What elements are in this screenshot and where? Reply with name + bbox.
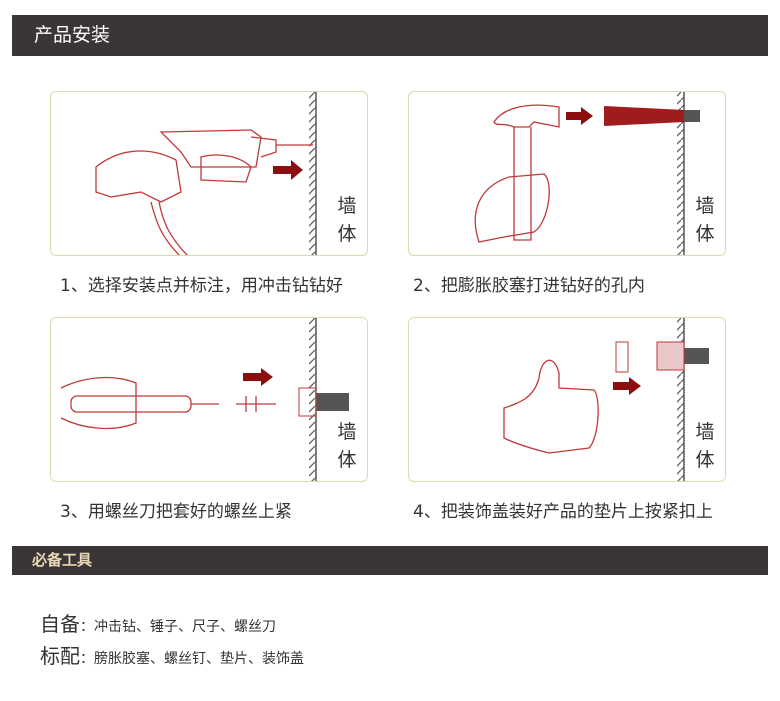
section-title: 产品安装: [34, 24, 111, 46]
step-1-illustration: 墙体: [50, 91, 368, 256]
wall-label: 墙体: [695, 421, 715, 471]
tools-included-label: 标配: [40, 644, 80, 668]
tools-self: 自备：冲击钻、锤子、尺子、螺丝刀: [40, 608, 276, 637]
screwdriver-illustration: [60, 318, 349, 481]
step-2-illustration: 墙体: [408, 91, 726, 256]
step-3-caption: 3、用螺丝刀把套好的螺丝上紧: [60, 502, 292, 522]
section-header-install: 产品安装: [12, 15, 768, 56]
tools-self-items: ：冲击钻、锤子、尺子、螺丝刀: [80, 619, 276, 635]
wall-label: 墙体: [337, 195, 357, 245]
step-2-caption: 2、把膨胀胶塞打进钻好的孔内: [413, 276, 645, 296]
tools-included: 标配：膀胀胶塞、螺丝钉、垫片、装饰盖: [40, 640, 304, 669]
step-4-caption: 4、把装饰盖装好产品的垫片上按紧扣上: [413, 502, 713, 522]
wall-label: 墙体: [695, 195, 715, 245]
drill-illustration: [95, 92, 317, 255]
step-1-caption: 1、选择安装点并标注，用冲击钻钻好: [60, 276, 343, 296]
step-3-illustration: 墙体: [50, 317, 368, 482]
tools-included-items: ：膀胀胶塞、螺丝钉、垫片、装饰盖: [80, 651, 304, 667]
tools-self-label: 自备: [40, 612, 80, 636]
wall-label: 墙体: [337, 421, 357, 471]
section-title: 必备工具: [32, 551, 93, 569]
thumbs-up-illustration: [503, 318, 709, 481]
hammer-illustration: [474, 92, 700, 255]
section-header-tools: 必备工具: [12, 546, 768, 575]
step-4-illustration: 墙体: [408, 317, 726, 482]
